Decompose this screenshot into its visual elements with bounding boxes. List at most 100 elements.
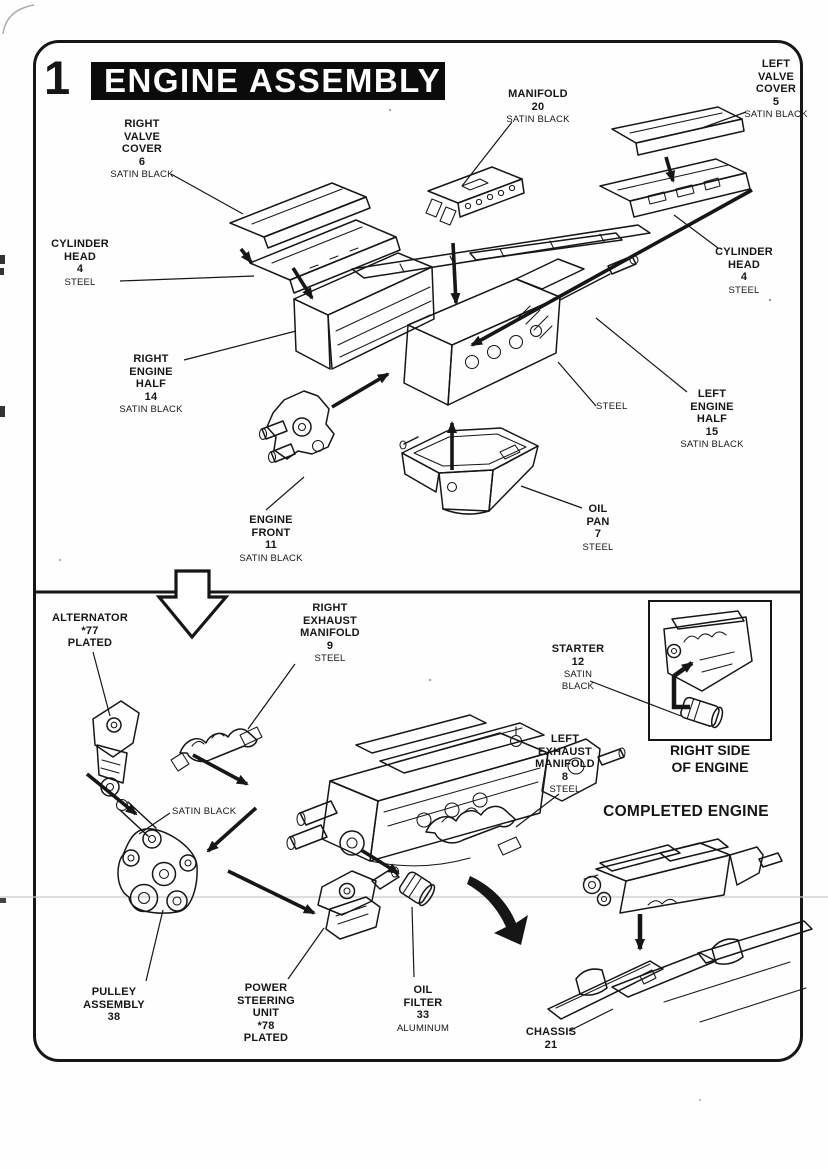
part-number: *77 <box>81 624 99 637</box>
part-material: SATIN <box>563 669 593 680</box>
label-right-exhaust-manifold: RIGHT EXHAUST MANIFOLD 9 STEEL <box>300 602 360 664</box>
part-name-line: EXHAUST <box>538 745 592 758</box>
part-name-line: ENGINE <box>249 514 293 526</box>
part-number: 15 <box>705 425 719 438</box>
part-material: STEEL <box>549 784 581 795</box>
part-number: 8 <box>561 770 569 783</box>
part-name-line: OIL <box>588 503 608 515</box>
note-satin-black: SATIN BLACK <box>172 806 237 817</box>
part-number: 33 <box>416 1009 430 1021</box>
part-name-line: COVER <box>121 143 163 155</box>
part-material: PLATED <box>243 1032 289 1044</box>
part-name-line: LEFT <box>761 58 791 70</box>
part-name-line: HALF <box>696 413 728 425</box>
label-starter: STARTER 12 SATIN BLACK <box>552 643 605 692</box>
completed-engine-drawing <box>582 838 783 914</box>
part-material: SATIN BLACK <box>239 552 303 564</box>
label-left-valve-cover: LEFT VALVE COVER 5 SATIN BLACK <box>744 58 807 120</box>
part-material: STEEL <box>728 284 760 296</box>
label-right-engine-half: RIGHT ENGINE HALF 14 SATIN BLACK <box>119 353 182 415</box>
oil-filter-drawing <box>398 871 436 907</box>
part-name-line: POWER <box>244 982 288 994</box>
inset-engine-drawing <box>663 610 753 729</box>
part-name-line: FRONT <box>251 526 291 539</box>
inset-caption-line: OF ENGINE <box>671 759 749 775</box>
label-right-valve-cover: RIGHT VALVE COVER 6 SATIN BLACK <box>110 118 173 180</box>
left-valve-cover-drawing <box>599 106 751 218</box>
part-name-line: HALF <box>135 378 167 390</box>
part-name-line: HEAD <box>64 250 96 263</box>
label-engine-front: ENGINE FRONT 11 SATIN BLACK <box>239 514 302 564</box>
part-number: 5 <box>772 95 780 108</box>
label-chassis: CHASSIS 21 <box>526 1026 576 1051</box>
left-engine-half-drawing <box>403 255 639 406</box>
part-name-line: PULLEY <box>91 986 137 998</box>
part-material: SATIN BLACK <box>110 169 174 180</box>
part-number: 12 <box>571 655 585 668</box>
part-name-line: STEERING <box>237 994 295 1007</box>
part-name-line: VALVE <box>123 130 161 143</box>
inset-caption-line: RIGHT SIDE <box>669 742 751 758</box>
top-assembly-arrows <box>239 156 753 470</box>
label-oil-pan: OIL PAN 7 STEEL <box>582 503 613 553</box>
engine-top-rail-drawing <box>351 224 651 279</box>
part-name-line: MANIFOLD <box>508 88 568 100</box>
part-name-line: LEFT <box>550 733 580 745</box>
label-pulley-assembly: PULLEY ASSEMBLY 38 <box>83 986 145 1024</box>
part-name-line: EXHAUST <box>303 614 357 627</box>
engine-block-drawing <box>286 714 626 867</box>
part-name-line: ALTERNATOR <box>52 612 128 624</box>
right-valve-cover-drawing <box>229 182 401 294</box>
title-banner: ENGINE ASSEMBLY <box>91 62 445 100</box>
step-number: 1 <box>44 51 71 104</box>
power-steering-unit-drawing <box>317 866 400 940</box>
swoosh-arrow <box>467 876 528 945</box>
part-material: SATIN BLACK <box>680 439 744 450</box>
inset-box <box>648 600 772 741</box>
label-oil-filter: OIL FILTER 33 ALUMINUM <box>397 984 449 1034</box>
part-number: 38 <box>107 1011 121 1023</box>
part-name-line: FILTER <box>403 996 443 1009</box>
note-steel: STEEL <box>596 401 628 412</box>
part-material: SATIN BLACK <box>506 114 570 125</box>
part-name-line: HEAD <box>728 258 760 271</box>
part-material: ALUMINUM <box>396 1022 450 1034</box>
starter-install-arrow <box>671 661 694 710</box>
engine-front-drawing <box>258 390 335 464</box>
part-material: BLACK <box>561 681 595 692</box>
oil-pan-drawing <box>399 427 539 515</box>
part-name-line: RIGHT <box>312 602 348 614</box>
part-name-line: RIGHT <box>124 118 160 130</box>
part-material: STEEL <box>582 541 614 553</box>
inset-caption: RIGHT SIDE OF ENGINE <box>670 742 750 776</box>
part-material: STEEL <box>64 276 96 288</box>
part-name-line: UNIT <box>252 1007 280 1019</box>
part-name-line: MANIFOLD <box>300 627 360 639</box>
part-name-line: CHASSIS <box>525 1026 577 1038</box>
part-name-line: COVER <box>755 83 797 95</box>
part-number: *78 <box>257 1019 275 1032</box>
top-leader-lines <box>119 111 747 511</box>
alternator-drawing <box>92 700 140 797</box>
part-name-line: RIGHT <box>133 353 169 365</box>
part-name-line: VALVE <box>757 70 795 83</box>
part-name-line: CYLINDER <box>51 238 109 250</box>
part-number: 4 <box>76 263 84 275</box>
part-number: 4 <box>740 271 748 283</box>
part-name-line: CYLINDER <box>715 246 773 258</box>
part-name-line: ENGINE <box>690 400 734 413</box>
label-power-steering-unit: POWER STEERING UNIT *78 PLATED <box>237 982 295 1045</box>
page-title: ENGINE ASSEMBLY <box>104 62 442 99</box>
chassis-drawing <box>547 920 813 1023</box>
part-number: 7 <box>594 528 602 540</box>
part-material: SATIN BLACK <box>119 404 183 415</box>
part-number: 11 <box>264 539 278 551</box>
part-name-line: PAN <box>586 515 610 528</box>
manifold-drawing <box>425 166 525 226</box>
completed-engine-heading: COMPLETED ENGINE <box>603 803 769 820</box>
part-number: 21 <box>544 1038 558 1051</box>
next-step-arrow <box>155 569 230 640</box>
label-cylinder-head-left: CYLINDER HEAD 4 STEEL <box>51 238 109 288</box>
